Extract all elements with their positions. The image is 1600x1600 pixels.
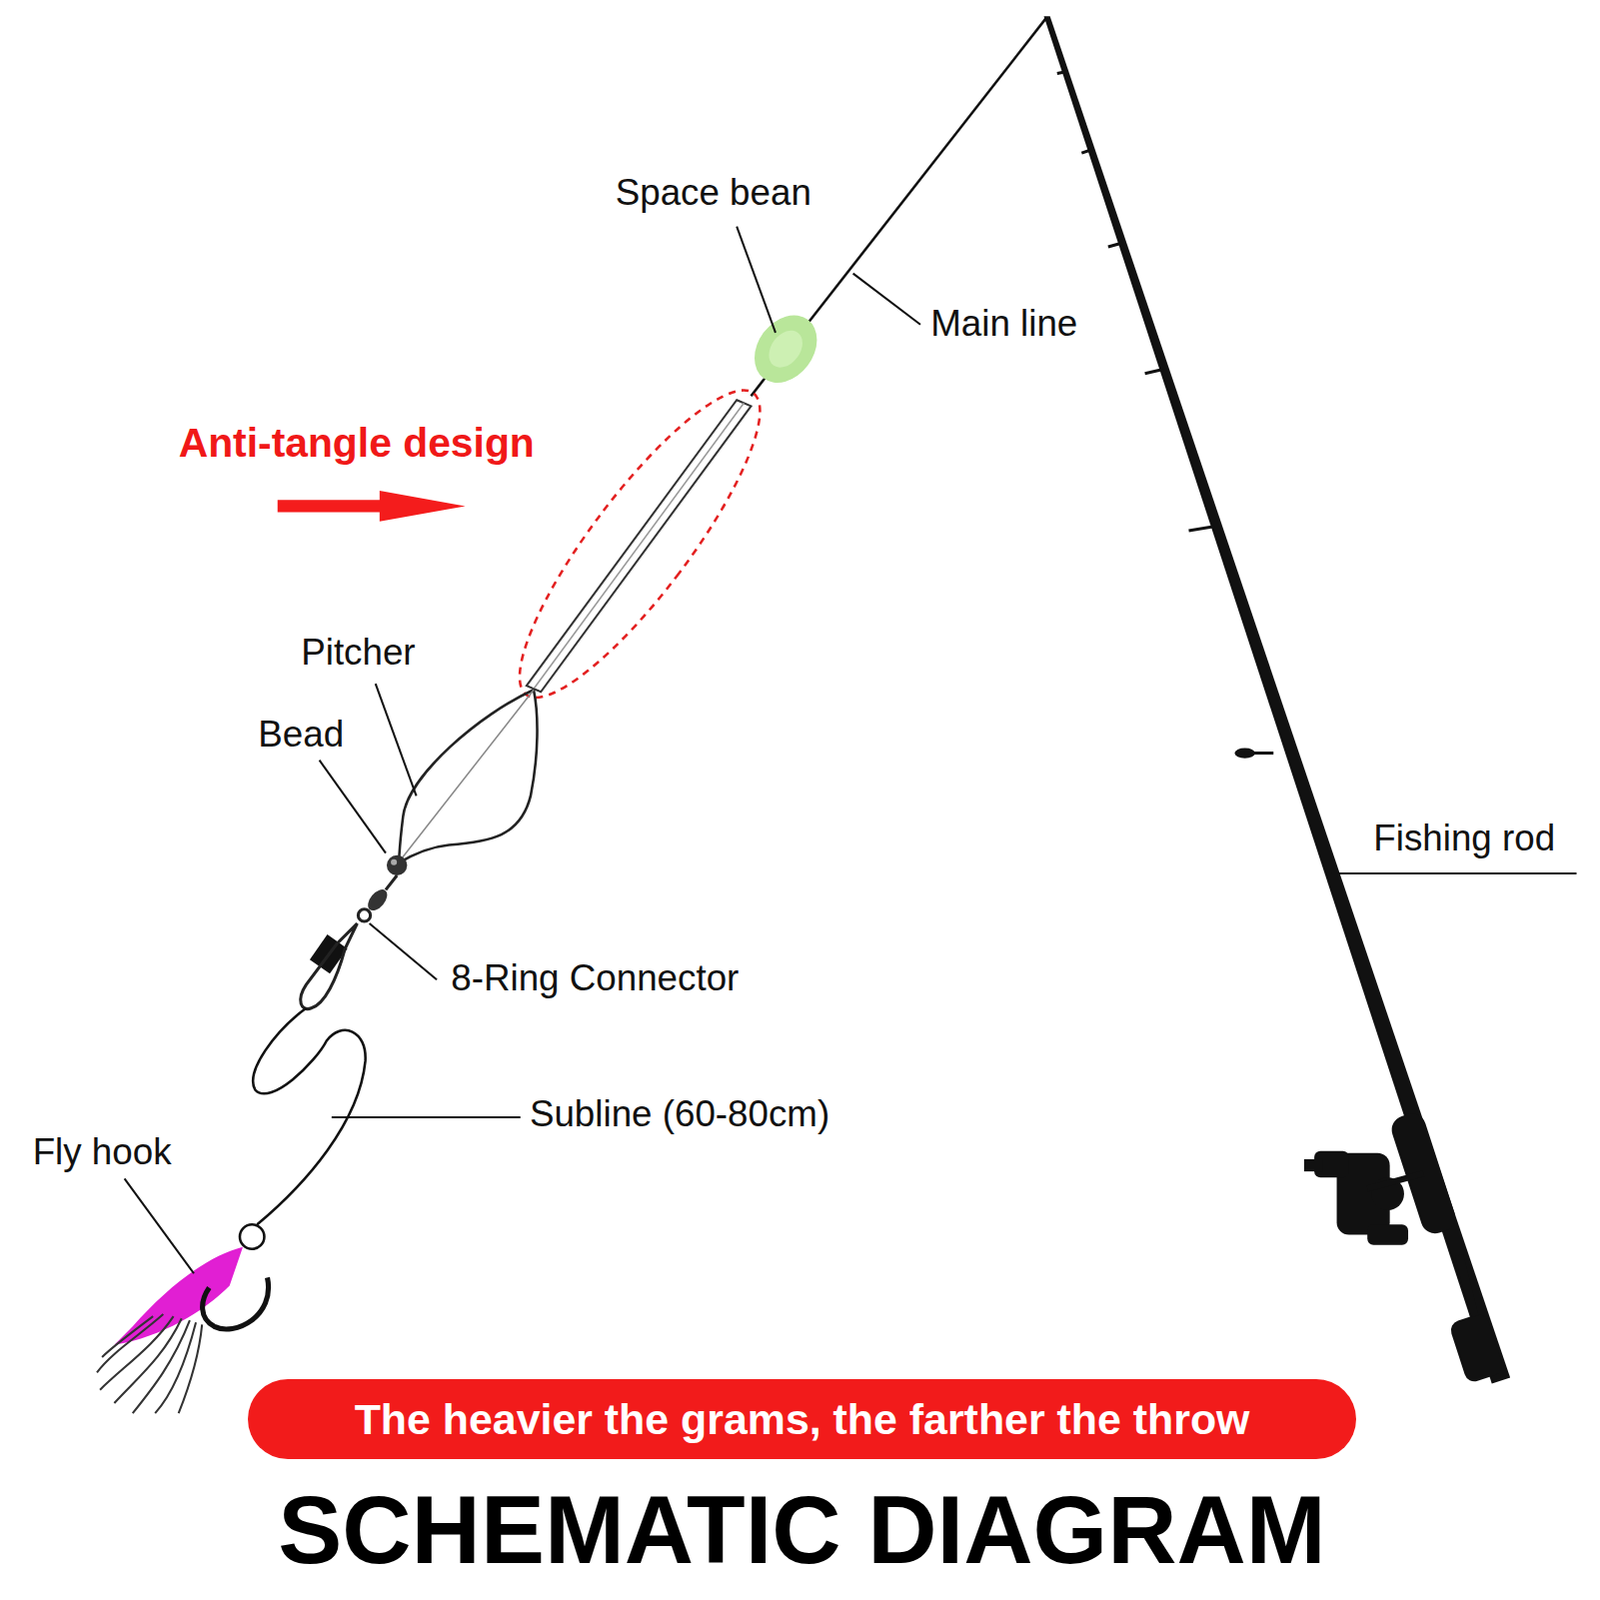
part-label: Fly hook (32, 1131, 172, 1174)
part-label: Main line (930, 302, 1078, 345)
part-label: Pitcher (300, 631, 415, 674)
banner-text: The heavier the grams, the farther the t… (277, 1394, 1327, 1446)
part-label: Space bean (615, 171, 812, 214)
banner-pill: The heavier the grams, the farther the t… (247, 1379, 1358, 1460)
part-label: 8-Ring Connector (450, 957, 739, 1000)
part-label: Bead (257, 713, 344, 756)
callout-title: Anti-tangle design (178, 419, 535, 467)
part-label: Subline (60-80cm) (529, 1093, 830, 1136)
part-label: Fishing rod (1373, 817, 1556, 860)
diagram-title: SCHEMATIC DIAGRAM (277, 1482, 1327, 1579)
